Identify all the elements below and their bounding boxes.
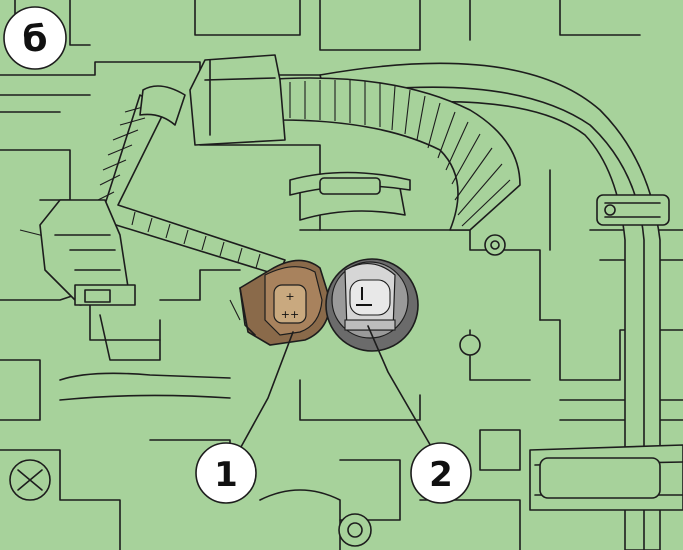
hose-clamp-middle bbox=[289, 171, 411, 221]
hose-clamp-bottom bbox=[529, 444, 683, 511]
svg-text:++: ++ bbox=[281, 308, 299, 321]
callout-1-badge: 1 bbox=[195, 442, 257, 504]
leader-line-1 bbox=[235, 331, 294, 457]
sensor-socket bbox=[325, 258, 419, 352]
leader-line-2 bbox=[367, 325, 433, 449]
figure-label: б bbox=[22, 19, 47, 60]
harness-clip bbox=[189, 54, 286, 146]
callout-2-label: 2 bbox=[429, 455, 453, 495]
wiring-harness-upper bbox=[259, 77, 521, 231]
electrical-connector: + ++ bbox=[239, 259, 331, 346]
svg-text:+: + bbox=[285, 290, 294, 303]
figure-label-badge: б bbox=[3, 6, 67, 70]
left-mechanism bbox=[39, 199, 161, 361]
hose-clamp-right bbox=[596, 194, 670, 226]
callout-1-label: 1 bbox=[214, 455, 238, 495]
callout-2-badge: 2 bbox=[410, 442, 472, 504]
